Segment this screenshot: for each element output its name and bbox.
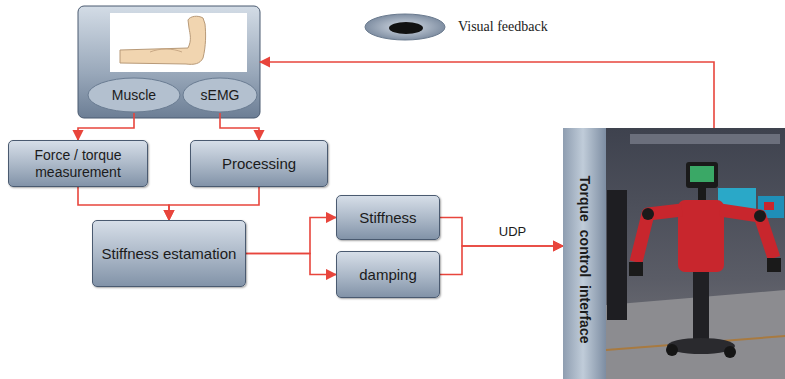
node-label: Muscle [112, 87, 156, 104]
connector-arrow [220, 113, 259, 140]
eye-pupil [389, 22, 423, 34]
interface-band: Torque control interface [563, 128, 785, 379]
node-label: Stiffness [359, 209, 416, 227]
process-box: Stiffness estamation [92, 220, 246, 287]
edge-label: UDP [497, 224, 528, 239]
process-box: Processing [190, 140, 328, 187]
node-label: sEMG [201, 87, 240, 104]
eye-icon [365, 14, 445, 40]
semg-ellipse: sEMG [182, 77, 258, 113]
arm-panel: Muscle sEMG [78, 6, 260, 118]
connector-arrow [440, 246, 563, 275]
node-label: damping [359, 266, 417, 284]
legend-label: Visual feedback [458, 19, 548, 35]
node-label: Stiffness estamation [102, 245, 237, 263]
connector-arrow [260, 62, 714, 128]
connector-arrow [78, 187, 169, 220]
process-box: damping [336, 251, 440, 298]
connector-arrow [440, 218, 563, 247]
interface-label: Torque control interface [563, 128, 606, 379]
connector-arrow [246, 254, 336, 275]
muscle-ellipse: Muscle [87, 77, 181, 113]
node-label: Force / torque measurement [14, 147, 142, 181]
arm-picture-ground [110, 13, 247, 72]
process-box: Stiffness [336, 195, 440, 240]
process-box: Force / torque measurement [8, 140, 148, 187]
panel-ground [78, 6, 260, 118]
arm-drawing [120, 16, 206, 64]
connector-arrow [169, 187, 259, 220]
node-label: Processing [222, 155, 296, 173]
connector-arrow [246, 218, 336, 254]
arm-muscle-line [150, 49, 182, 52]
connector-arrow [78, 113, 134, 140]
